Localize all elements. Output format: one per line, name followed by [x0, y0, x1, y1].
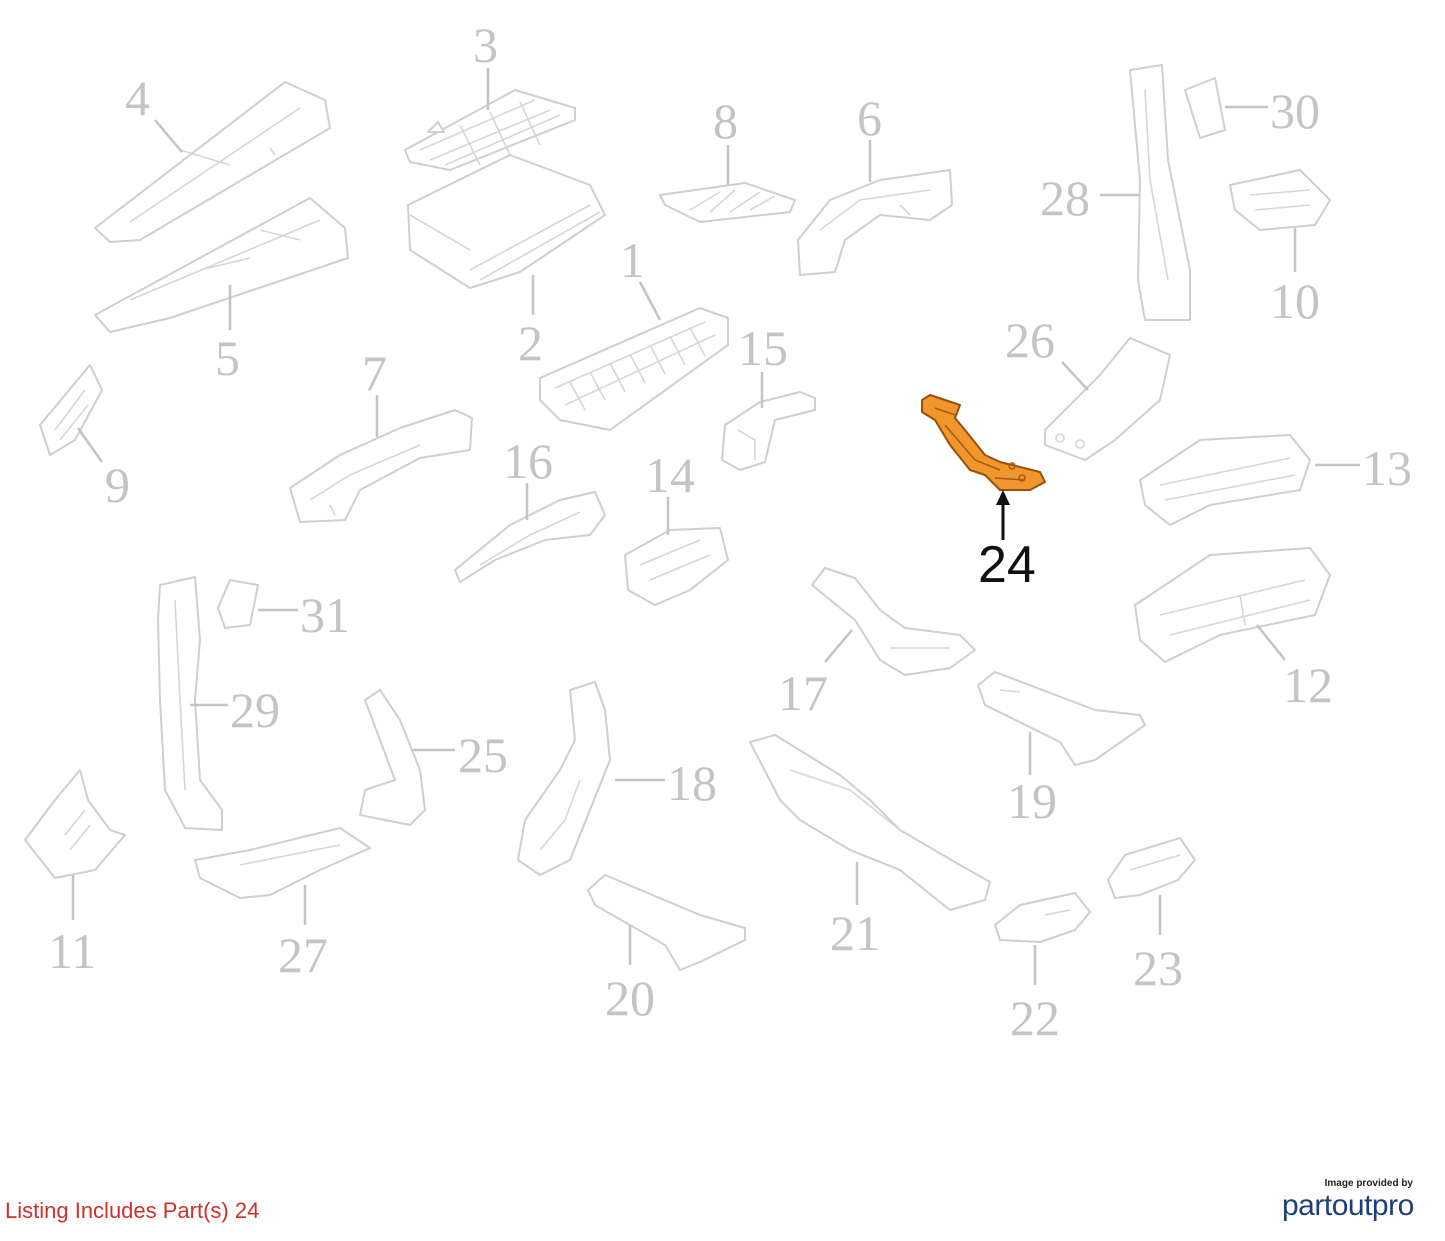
- leader-17: [824, 629, 853, 663]
- part-26: [1044, 337, 1171, 461]
- callout-label-2: 2: [518, 315, 543, 371]
- callout-label-18: 18: [667, 755, 717, 811]
- callout-label-17: 17: [778, 665, 828, 721]
- callout-label-21: 21: [830, 905, 880, 961]
- callout-label-26: 26: [1005, 312, 1055, 368]
- callout-label-24: 24: [978, 536, 1036, 594]
- callout-label-19: 19: [1007, 773, 1057, 829]
- part-15: [721, 391, 816, 471]
- brand-caption: Image provided by: [1324, 1178, 1413, 1189]
- part-29: [157, 576, 223, 831]
- part-8: [659, 182, 796, 223]
- part-3: [404, 89, 576, 171]
- part-14: [624, 527, 729, 606]
- part-1: [539, 307, 729, 431]
- callout-labels: 1 2 3 4 5 6 7 8 9 10 11 12 13 14 15 16 1…: [48, 17, 1412, 1046]
- callout-label-13: 13: [1362, 440, 1412, 496]
- leader-1: [638, 281, 662, 321]
- part-11: [24, 769, 126, 879]
- part-12: [1134, 547, 1331, 663]
- part-21: [749, 734, 991, 911]
- callout-label-27: 27: [278, 927, 328, 983]
- callout-label-16: 16: [503, 433, 553, 489]
- callout-arrows: [71, 68, 1360, 985]
- part-5: [94, 197, 349, 333]
- callout-label-7: 7: [362, 345, 387, 401]
- part-9: [39, 364, 103, 456]
- callout-label-10: 10: [1270, 273, 1320, 329]
- callout-label-12: 12: [1283, 657, 1333, 713]
- part-2: [407, 154, 606, 289]
- callout-label-23: 23: [1133, 940, 1183, 996]
- callout-label-8: 8: [713, 93, 738, 149]
- callout-label-20: 20: [605, 970, 655, 1026]
- part-6: [797, 169, 953, 276]
- callout-label-31: 31: [300, 587, 350, 643]
- leader-12: [1256, 624, 1286, 661]
- part-31: [217, 579, 259, 629]
- callout-label-9: 9: [105, 457, 130, 513]
- brand-name: partoutpro: [1282, 1189, 1414, 1222]
- part-10: [1229, 169, 1331, 231]
- part-28: [1129, 64, 1191, 321]
- callout-label-6: 6: [857, 90, 882, 146]
- callout-label-15: 15: [738, 320, 788, 376]
- part-30: [1184, 77, 1226, 139]
- callout-label-25: 25: [458, 727, 508, 783]
- callout-label-22: 22: [1010, 990, 1060, 1046]
- callout-label-14: 14: [645, 447, 695, 503]
- callout-label-3: 3: [473, 17, 498, 73]
- listing-includes-text: Listing Includes Part(s) 24: [5, 1198, 260, 1223]
- part-16: [454, 491, 606, 583]
- part-7: [289, 409, 473, 523]
- part-23: [1107, 837, 1196, 899]
- part-27: [194, 827, 371, 899]
- brand-logo: Image provided by partoutpro: [1282, 1178, 1427, 1223]
- part-17: [811, 567, 976, 676]
- callout-label-30: 30: [1270, 83, 1320, 139]
- callout-label-29: 29: [230, 682, 280, 738]
- part-24-highlighted: [921, 394, 1046, 491]
- leader-26: [1061, 361, 1089, 391]
- callout-label-1: 1: [620, 232, 645, 288]
- part-4: [94, 81, 331, 243]
- callout-label-5: 5: [215, 330, 240, 386]
- leader-4: [154, 119, 183, 153]
- leader-9: [76, 427, 104, 463]
- part-18: [517, 681, 611, 876]
- part-19: [977, 671, 1146, 766]
- part-20: [587, 874, 746, 971]
- part-25: [359, 689, 426, 826]
- callout-label-11: 11: [48, 923, 96, 979]
- callout-label-28: 28: [1040, 170, 1090, 226]
- part-13: [1139, 434, 1311, 526]
- leader-24-head: [996, 490, 1010, 505]
- part-22: [994, 892, 1091, 943]
- callout-label-4: 4: [125, 70, 150, 126]
